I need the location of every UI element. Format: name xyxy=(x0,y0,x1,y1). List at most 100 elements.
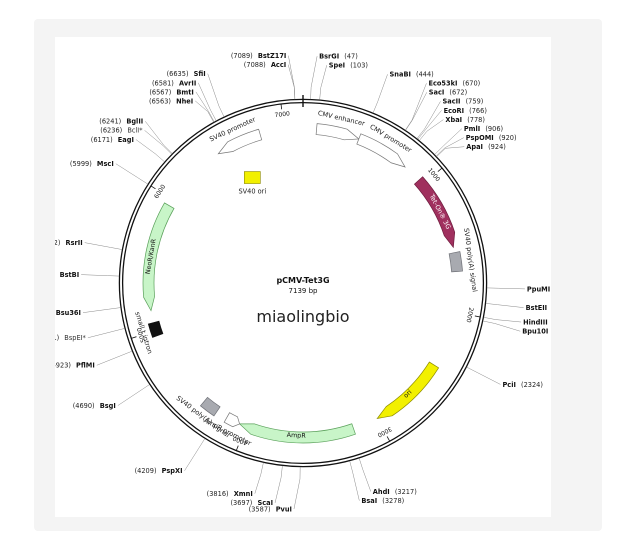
tick-label: 1000 xyxy=(426,167,441,183)
site-position: (906) xyxy=(485,125,503,133)
site-leader-line xyxy=(349,460,360,501)
site-position: (3697) xyxy=(230,499,252,507)
site-position: (4923) xyxy=(55,362,71,370)
site-name: RsrII xyxy=(66,239,83,247)
site-leader-line xyxy=(84,242,123,250)
restriction-site-label: (5562) RsrII xyxy=(55,230,83,249)
site-name: AvrII xyxy=(179,79,196,87)
site-leader-line xyxy=(207,73,225,117)
tick-mark xyxy=(437,167,443,172)
site-name: PpuMI xyxy=(527,285,550,293)
restriction-site-label: EcoRI (766) xyxy=(444,98,487,117)
restriction-site-label: PmlI (906) xyxy=(464,116,503,135)
plasmid-size: 7139 bp xyxy=(289,287,318,295)
site-name: SacII xyxy=(443,98,461,106)
restriction-site-label: PciI (2324) xyxy=(502,372,542,391)
site-name: EagI xyxy=(118,136,134,144)
feature-label: SV40 poly(A) signal xyxy=(462,228,479,293)
site-leader-line xyxy=(87,328,125,339)
feature-label: SV40 ori xyxy=(238,188,266,196)
restriction-site-label: HindIII (1998) xyxy=(523,309,551,328)
site-leader-line xyxy=(293,466,301,510)
site-position: (920) xyxy=(499,134,517,142)
feature-ori xyxy=(376,361,440,419)
tick-mark xyxy=(474,315,481,318)
site-position: (766) xyxy=(469,107,487,115)
site-leader-line xyxy=(115,163,148,185)
site-name: Bsu36I xyxy=(56,309,81,317)
restriction-site-label: (3697) ScaI xyxy=(230,490,273,509)
feature-label: ori xyxy=(402,388,414,400)
site-leader-line xyxy=(117,384,150,406)
site-position: (6563) xyxy=(149,97,171,105)
site-leader-line xyxy=(319,65,327,100)
site-name: SfiI xyxy=(194,70,206,78)
restriction-site-label: (7089) BstZ17I xyxy=(231,43,287,62)
site-leader-line xyxy=(419,119,444,141)
site-name: ScaI xyxy=(257,499,273,507)
feature-label: AmpR xyxy=(287,431,307,440)
site-leader-line xyxy=(195,100,214,123)
restriction-site-label: (6581) AvrII xyxy=(152,70,196,89)
site-leader-line xyxy=(198,82,217,121)
site-leader-line xyxy=(434,128,463,155)
site-position: (3587) xyxy=(249,505,271,513)
tick-mark xyxy=(386,436,391,442)
tick-mark xyxy=(235,445,239,451)
site-leader-line xyxy=(405,83,427,131)
site-name: PvuI xyxy=(276,505,292,513)
site-position: (7088) xyxy=(244,61,266,69)
site-position: (103) xyxy=(350,62,368,70)
site-position: (6581) xyxy=(152,79,174,87)
site-position: (6236) xyxy=(100,127,122,135)
site-position: (778) xyxy=(467,116,485,124)
restriction-site-label: PspOMI (920) xyxy=(466,125,517,144)
site-name: PflMI xyxy=(76,362,95,370)
site-position: (6171) xyxy=(91,136,113,144)
restriction-site-label: (5397) BstBI xyxy=(55,262,79,281)
site-leader-line xyxy=(135,139,165,163)
site-name: BsrGI xyxy=(319,53,339,61)
site-name: SpeI xyxy=(329,62,345,70)
site-name: PciI xyxy=(502,381,515,389)
site-leader-line xyxy=(482,320,521,332)
restriction-site-label: Eco53kI (670) xyxy=(428,71,480,90)
restriction-site-label: (6171) EagI xyxy=(91,127,134,146)
site-name: BglII xyxy=(126,118,143,126)
site-leader-line xyxy=(416,101,441,139)
site-name: AhdI xyxy=(373,488,390,496)
restriction-site-label: (5202) Bsu36I xyxy=(55,300,81,319)
restriction-site-label: SnaBI (444) xyxy=(390,62,434,81)
site-leader-line xyxy=(274,465,283,503)
site-name: PmlI xyxy=(464,125,480,133)
feature-cmv-promoter xyxy=(356,133,406,168)
site-name: Bpu10I xyxy=(522,328,548,336)
site-name: SacI xyxy=(429,89,445,97)
site-position: (5071) xyxy=(55,334,59,342)
site-name: SnaBI xyxy=(390,71,411,79)
site-name: BstEII xyxy=(526,304,548,312)
site-name: PspXI xyxy=(162,467,183,475)
site-name: AccI xyxy=(271,61,286,69)
restriction-site-label: SpeI (103) xyxy=(329,53,368,72)
site-name: BsaI xyxy=(361,497,377,505)
restriction-site-label: (5999) MscI xyxy=(70,151,114,170)
restriction-site-label: (3587) PvuI xyxy=(249,496,292,515)
restriction-site-label: (6236) BclI* xyxy=(100,118,143,137)
tick-mark xyxy=(131,336,137,339)
site-leader-line xyxy=(436,137,464,157)
restriction-site-label: (7088) AccI xyxy=(244,52,286,71)
site-position: (6567) xyxy=(149,88,171,96)
site-position: (924) xyxy=(488,143,506,151)
feature-sv40-poly-a-signal xyxy=(199,396,221,417)
site-name: BmtI xyxy=(176,88,194,96)
site-leader-line xyxy=(485,303,524,308)
site-leader-line xyxy=(310,56,318,100)
site-leader-line xyxy=(254,462,264,494)
site-name: XbaI xyxy=(445,116,462,124)
restriction-site-label: (6635) SfiI xyxy=(167,61,206,80)
tick-label: 3000 xyxy=(376,425,393,439)
feature-tet-on-3g xyxy=(413,176,456,249)
